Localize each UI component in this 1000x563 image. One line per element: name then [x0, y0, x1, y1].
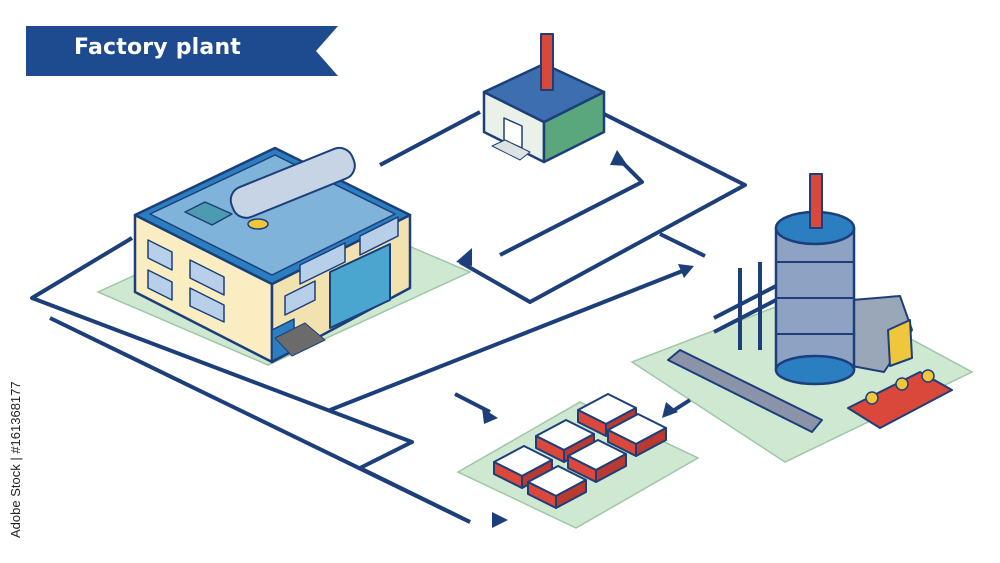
arrow-icon — [678, 264, 694, 278]
storage-pallet-icon — [567, 439, 627, 483]
pipe-rack — [713, 262, 777, 350]
control-cabinet — [887, 319, 913, 367]
flow-line-factory-to-storage — [49, 316, 471, 524]
flow-line-to-storage-a — [329, 266, 691, 412]
storage-pallet-icon — [607, 413, 667, 457]
stock-credit: Adobe Stock | #161368177 — [6, 330, 28, 540]
arrow-icon — [482, 408, 498, 424]
main-factory — [133, 146, 412, 364]
title-banner: Factory plant — [26, 26, 338, 76]
flow-arrows — [456, 150, 694, 528]
storage-pallet-icon — [527, 465, 587, 509]
flow-lines — [30, 110, 747, 524]
arrow-icon — [610, 150, 628, 166]
page-title: Factory plant — [74, 35, 242, 60]
boiler-house — [482, 33, 606, 164]
reactor-plant — [667, 173, 953, 433]
reactor-chimney — [809, 173, 823, 229]
arrow-icon — [492, 512, 508, 528]
arrow-icon — [662, 402, 678, 418]
flow-line-mid — [659, 232, 706, 258]
chimney — [540, 33, 554, 91]
ventilation-unit — [329, 243, 391, 329]
flow-line-boiler-to-reactor — [459, 112, 747, 304]
arrow-icon — [456, 248, 472, 266]
flow-line-factory-to-boiler — [379, 110, 481, 167]
stock-credit-text: Adobe Stock | #161368177 — [8, 381, 23, 538]
flow-line-return-boiler — [499, 158, 644, 257]
flow-line-to-storage-b — [454, 392, 491, 414]
pipe-tunnel — [667, 349, 823, 433]
product-storage — [493, 393, 667, 509]
